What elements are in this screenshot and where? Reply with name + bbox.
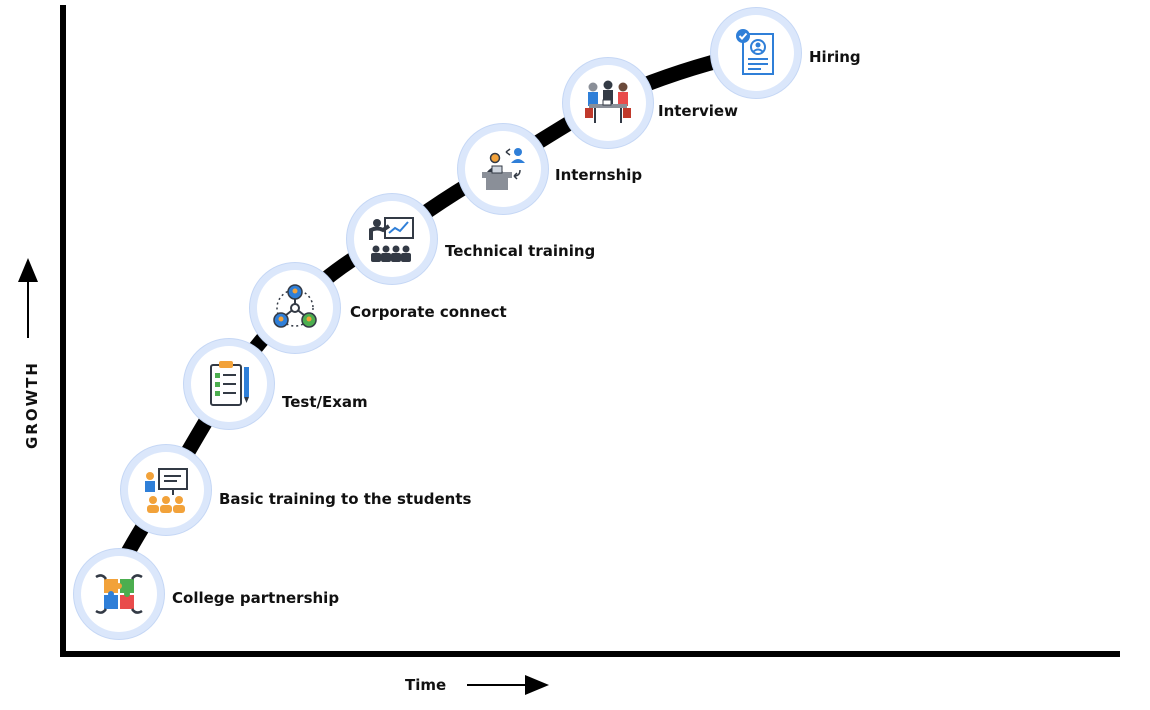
growth-curve [92, 44, 763, 618]
puzzle-hands-icon [95, 574, 143, 614]
step-label: Internship [555, 166, 643, 184]
resume-check-icon [736, 29, 774, 75]
classroom-presentation-icon [145, 468, 188, 513]
step-label: Corporate connect [350, 303, 507, 321]
step-node [570, 65, 646, 141]
step-node [81, 556, 157, 632]
step-node [257, 270, 333, 346]
step-label: College partnership [172, 589, 340, 607]
clipboard-checklist-icon [210, 361, 249, 406]
step-node [718, 15, 794, 91]
x-axis-label: Time [405, 676, 447, 694]
step-label: Basic training to the students [219, 490, 472, 508]
y-axis-label: GROWTH [23, 361, 41, 449]
trainer-audience-icon [369, 217, 414, 262]
step-label: Interview [658, 102, 738, 120]
network-people-icon [273, 284, 317, 328]
step-node [128, 452, 204, 528]
step-label: Hiring [809, 48, 861, 66]
step-label: Technical training [445, 242, 596, 260]
step-node [465, 131, 541, 207]
step-node [354, 201, 430, 277]
step-label: Test/Exam [282, 393, 368, 411]
step-node [191, 346, 267, 422]
desk-worker-icon [482, 148, 525, 190]
interview-meeting-icon [585, 80, 631, 123]
